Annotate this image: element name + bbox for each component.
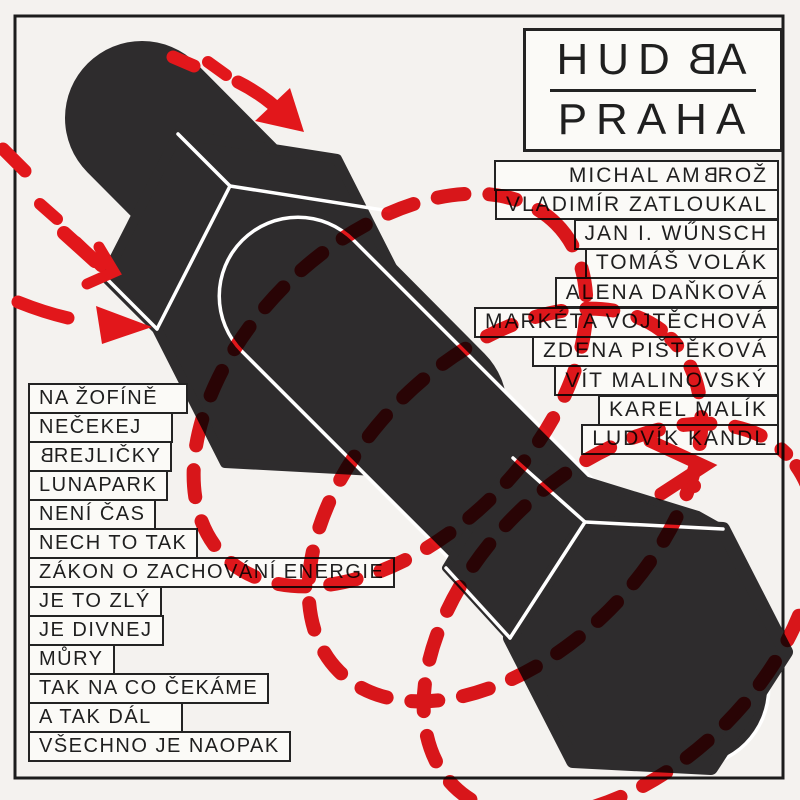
- member-label: LUDVÍK KANDL: [581, 423, 779, 455]
- track-label: NENÍ ČAS: [28, 499, 157, 530]
- track-label: NECH TO TAK: [28, 528, 199, 559]
- member-label: MARKÉTA VOJTĚCHOVÁ: [474, 306, 779, 338]
- left-solid-arrow-icon: [11, 295, 152, 344]
- track-label: ZÁKON O ZACHOVÁNÍ ENERGIE: [28, 557, 396, 588]
- member-label: KAREL MALÍK: [598, 394, 779, 426]
- member-label: JAN I. WŰNSCH: [573, 218, 779, 250]
- track-label: A TAK DÁL: [28, 702, 183, 733]
- album-title-line2: PRAHA: [557, 95, 755, 145]
- track-label: MŮRY: [28, 644, 115, 675]
- member-label: VLADIMÍR ZATLOUKAL: [495, 189, 779, 221]
- left-dashed-arrow-icon: [0, 142, 122, 290]
- red-arrows: [0, 50, 304, 344]
- track-label: NA ŽOFÍNĚ: [28, 383, 189, 414]
- track-label: LUNAPARK: [28, 470, 169, 501]
- member-label: VÍT MALINOVSKÝ: [554, 365, 779, 397]
- top-arrow-icon: [166, 50, 304, 132]
- member-label: TOMÁŠ VOLÁK: [584, 247, 779, 279]
- member-label: ALENA DAŇKOVÁ: [554, 277, 779, 309]
- member-label: ZDENA PIŠTĚKOVÁ: [532, 335, 779, 367]
- track-label: VŠECHNO JE NAOPAK: [28, 731, 291, 762]
- track-label: JE TO ZLÝ: [28, 586, 162, 617]
- track-label: JE DIVNEJ: [28, 615, 164, 646]
- track-label: TAK NA CO ČEKÁME: [28, 673, 270, 704]
- frame-border: [13, 14, 785, 780]
- track-label: NEČEKEJ: [28, 412, 173, 443]
